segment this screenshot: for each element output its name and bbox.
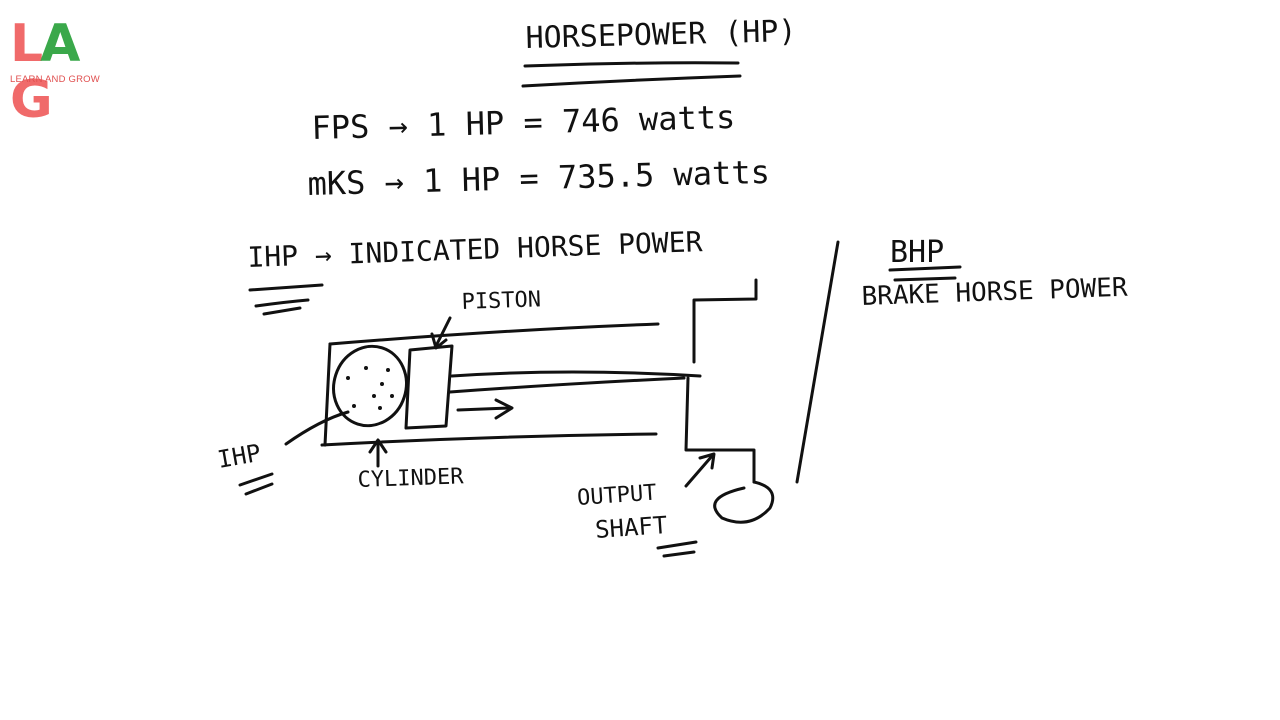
ihp-pointer-line: [284, 410, 350, 446]
connecting-link-lower: [684, 376, 756, 484]
shaft-label: SHAFT: [594, 511, 669, 544]
cylinder-pointer-arrowhead-icon: [368, 438, 388, 454]
cylinder-top-wall: [328, 322, 660, 346]
shaft-label-underline-2: [662, 550, 696, 558]
connecting-link-upper: [692, 278, 758, 364]
ihp-label-underline-1: [238, 472, 274, 487]
cylinder-left-wall: [323, 342, 332, 447]
ihp-heading-underline-2: [254, 298, 310, 308]
shaft-pointer-arrowhead-icon: [698, 452, 716, 470]
lag-logo: LAG LEARN AND GROW: [10, 16, 110, 128]
ihp-label-underline-2: [244, 482, 274, 496]
gas-particle: [378, 406, 382, 410]
logo-letters: LAG: [10, 16, 110, 128]
board-title: HORSEPOWER (HP): [525, 13, 797, 56]
cylinder-label: CYLINDER: [357, 464, 464, 493]
shaft-pointer-arrow-icon: [684, 454, 714, 488]
output-flywheel: [713, 480, 775, 524]
bhp-underline-2: [893, 276, 957, 282]
shaft-label-underline-1: [656, 540, 698, 550]
piston-pointer-arrow-icon: [434, 316, 452, 348]
piston-label: PISTON: [461, 287, 542, 315]
fps-conversion: FPS → 1 HP = 746 watts: [311, 97, 736, 147]
logo-letter-l: L: [10, 14, 43, 74]
bhp-underline: [888, 265, 962, 272]
piston-rod-bottom: [448, 376, 686, 394]
piston-motion-arrowhead-icon: [494, 398, 514, 420]
title-underline-1: [523, 61, 740, 68]
gas-particle: [380, 382, 384, 386]
piston-rod-top: [450, 370, 702, 378]
ihp-heading-underline-3: [262, 306, 302, 316]
gas-particle: [352, 404, 356, 408]
gas-particle: [364, 366, 368, 370]
piston-pointer-arrowhead-icon: [430, 332, 448, 350]
cylinder-bottom-wall: [320, 432, 658, 447]
ihp-label: IHP: [215, 438, 264, 474]
gas-particle: [346, 376, 350, 380]
piston-block: [404, 344, 454, 430]
section-divider: [795, 240, 840, 484]
logo-tagline: LEARN AND GROW: [10, 74, 100, 85]
gas-particle: [386, 368, 390, 372]
output-label: OUTPUT: [576, 480, 658, 511]
bhp-heading: BHP: [890, 235, 945, 270]
gas-particle: [390, 394, 394, 398]
piston-motion-arrow-icon: [456, 406, 512, 412]
logo-letter-a: A: [40, 14, 80, 74]
ihp-heading-underline: [248, 283, 324, 292]
gas-particle: [372, 394, 376, 398]
gas-charge: [332, 344, 408, 428]
title-underline-2: [521, 74, 742, 88]
logo-letter-g: G: [10, 70, 53, 130]
